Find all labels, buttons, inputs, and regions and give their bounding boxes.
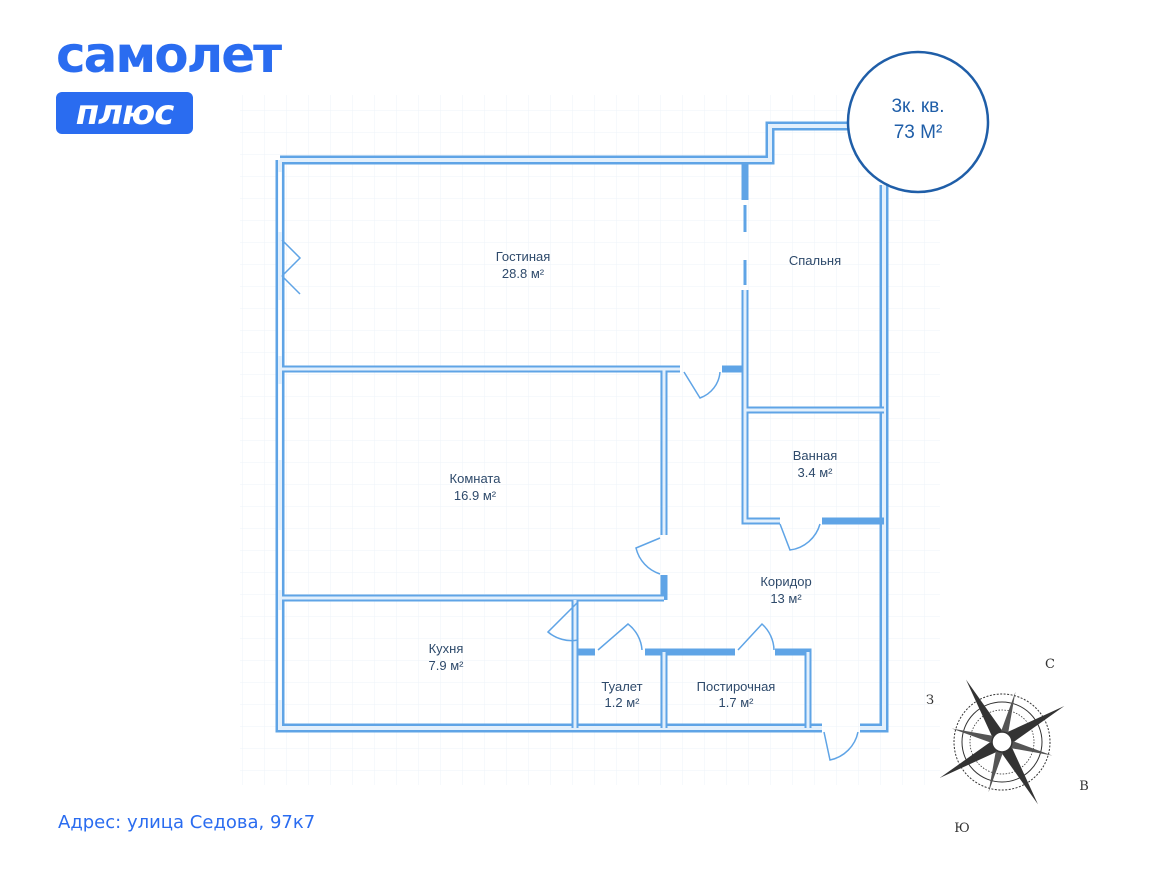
room-labels: Гостиная 28.8 м² Спальня Комната 16.9 м²… — [429, 249, 842, 710]
room-area-living: 28.8 м² — [502, 266, 545, 281]
compass-north: С — [1045, 657, 1055, 672]
room-area-room: 16.9 м² — [454, 488, 497, 503]
apartment-badge: 3к. кв. 73 М² — [846, 50, 990, 194]
room-area-bath: 3.4 м² — [798, 465, 834, 480]
doors — [281, 205, 859, 761]
brand-badge: плюс — [56, 92, 193, 134]
room-area-corridor: 13 м² — [770, 591, 802, 606]
brand-logo: самолет — [56, 26, 282, 84]
room-name-room: Комната — [450, 471, 502, 486]
room-name-bath: Ванная — [793, 448, 838, 463]
room-name-living: Гостиная — [496, 249, 551, 264]
room-area-toilet: 1.2 м² — [605, 695, 641, 710]
compass-south: Ю — [954, 821, 970, 836]
compass-east: В — [1079, 779, 1089, 794]
address: Адрес: улица Седова, 97к7 — [58, 812, 316, 833]
room-name-laundry: Постирочная — [697, 679, 776, 694]
room-area-kitchen: 7.9 м² — [429, 658, 465, 673]
compass-west: З — [926, 693, 934, 708]
room-name-kitchen: Кухня — [429, 641, 464, 656]
room-name-bedroom: Спальня — [789, 253, 841, 268]
room-area-laundry: 1.7 м² — [719, 695, 755, 710]
compass-icon: С В Ю З — [926, 657, 1089, 836]
apartment-area: 73 М² — [894, 122, 943, 143]
interior-walls-inner — [282, 290, 884, 728]
room-name-corridor: Коридор — [760, 574, 811, 589]
background-grid — [240, 95, 940, 785]
badge-circle — [846, 50, 990, 194]
room-name-toilet: Туалет — [601, 679, 642, 694]
apartment-type: 3к. кв. — [891, 96, 944, 117]
